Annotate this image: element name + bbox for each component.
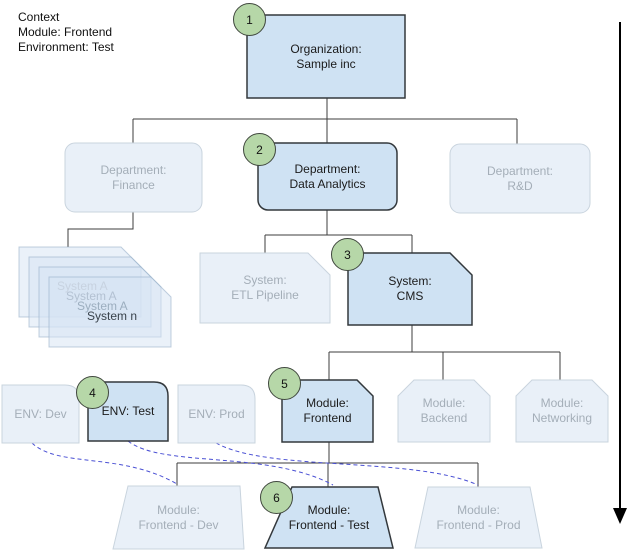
connector-cms-modules [328,325,561,380]
context-module-line: Module: Frontend [18,25,113,39]
connector-frontend-deployments [176,442,479,487]
module-frontend-prod-node[interactable] [414,486,543,549]
context-note: Context Module: Frontend Environment: Te… [18,10,114,55]
system-stack-card-n[interactable] [48,276,172,348]
system-cms-node[interactable] [347,252,473,326]
step-badge-3: 3 [331,238,364,271]
step-badge-2: 2 [243,133,276,166]
env-dev-node[interactable] [1,384,80,444]
env-prod-dashed-link [215,442,479,486]
connector-finance-system-stack [67,212,134,247]
module-networking-node[interactable] [515,379,609,443]
step-badge-1: 1 [233,3,266,36]
dept-data-analytics-node[interactable] [257,142,398,211]
step-badge-4: 4 [76,376,109,409]
system-stack-label-2: System A [66,289,117,303]
dept-rd-node[interactable] [449,143,591,214]
module-frontend-test-node[interactable] [263,486,394,549]
env-test-dashed-link [127,440,334,486]
organization-node[interactable] [246,14,406,99]
system-stack-label-1: System A [57,279,108,293]
env-dev-dashed-link [31,442,178,485]
env-prod-node[interactable] [177,384,256,444]
module-frontend-dev-node[interactable] [112,485,245,550]
context-title: Context [18,10,60,24]
step-badge-6: 6 [260,481,293,514]
context-environment-line: Environment: Test [18,40,114,54]
step-badge-5: 5 [268,367,301,400]
dept-finance-node[interactable] [64,142,203,213]
system-stack-label-n: System n [87,309,138,323]
connector-org-departments [132,98,518,144]
module-backend-node[interactable] [397,379,491,443]
connector-dataanalytics-systems [264,210,413,253]
system-stack-label-3: System A [77,299,128,313]
system-etl-node[interactable] [199,252,331,324]
flow-direction-arrowhead-icon [613,508,627,524]
